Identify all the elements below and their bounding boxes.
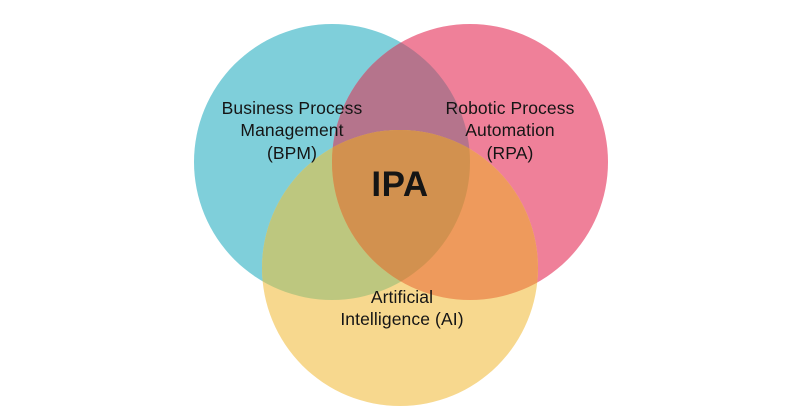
venn-diagram: Business Process Management (BPM) Roboti…: [194, 24, 608, 406]
venn-circles-canvas: [194, 24, 608, 406]
